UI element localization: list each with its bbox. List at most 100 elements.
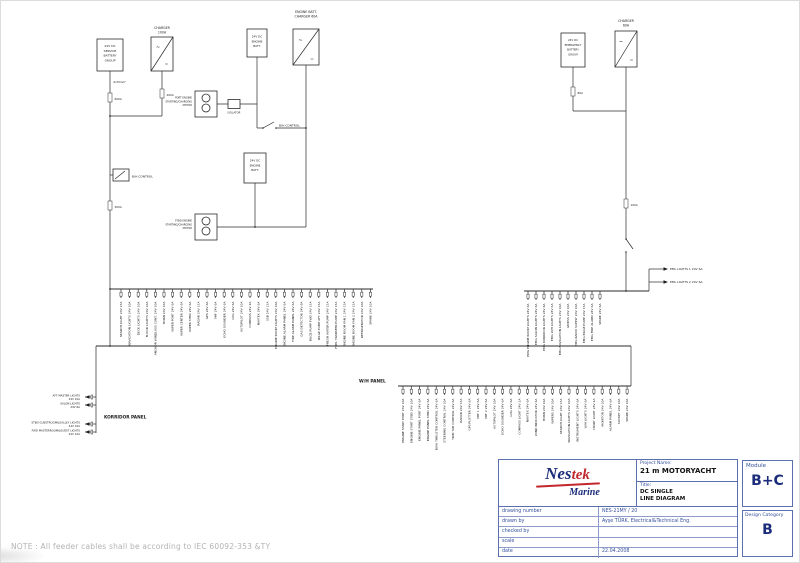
title-block-row: checked by <box>499 527 737 538</box>
junction-dot <box>625 290 627 292</box>
engine-battery-port-label: 24V DC <box>252 35 263 39</box>
feeder-fuse-icon <box>451 388 455 394</box>
engine-battery-stbd-label: ENGINE <box>250 163 261 167</box>
feeder-fuse-icon <box>575 388 579 394</box>
main-charger-box <box>150 36 174 72</box>
feeder-fuse-icon <box>526 293 530 299</box>
feeder-fuse-icon <box>550 293 554 299</box>
feeder-label: COMPASS LIGHT 24V 2A <box>517 398 521 435</box>
feeder-label: ENGINE START PORT 24V 10A <box>401 398 405 443</box>
feeder-label: VHF 24V 6A <box>214 301 218 320</box>
feeder-rating-label: 24V 10A <box>69 432 81 436</box>
feeder-label: EMG SALON LIGHTS 24V 6A <box>534 303 538 345</box>
feeder-fuse-icon <box>609 388 612 394</box>
feeder-rating-label: 24V 10A <box>69 397 81 401</box>
feeder-label: WIPER PORT 24V 6A <box>171 301 175 332</box>
fuse-300a-icon <box>107 200 113 211</box>
feeder-fuse-icon <box>360 291 364 297</box>
feeder-label: BILGE PUMP FWD 24V 15A <box>308 301 312 342</box>
emergency-battery-label: EMERGENCY <box>565 43 582 47</box>
arrow-left-icon <box>85 422 90 426</box>
feeder-fuse-icon <box>443 388 446 394</box>
feeder-label: SEARCH LIGHT 24V 15A <box>119 301 123 338</box>
feeder-label: TRIM TAB CONTROL 24V 6A <box>451 398 455 441</box>
feeder-fuse-icon <box>283 291 286 297</box>
fuse-rating-label: 100A <box>631 203 638 207</box>
feeder-label: SALON LIGHTS <box>60 401 80 405</box>
arrow-left-icon <box>85 430 90 434</box>
arrow-left-icon <box>85 403 90 407</box>
fuse-rating-label: 300A <box>115 205 122 209</box>
feeder-label: BOW THRUSTER CONTROL 24V 6A <box>434 398 438 451</box>
feeder-fuse-icon <box>567 388 571 394</box>
feeder-label: GPS 24V 6A <box>205 301 209 320</box>
feeder-fuse-icon <box>625 388 629 394</box>
feeder-label: SPARE 24V 6A <box>598 303 602 325</box>
feeder-label: STEERING CONTROL 24V 10A <box>443 398 447 443</box>
feeder-fuse-icon <box>90 421 93 427</box>
feeder-fuse-icon <box>476 388 480 394</box>
emergency-charger-box <box>614 30 638 68</box>
feeder-label: HORN 24V 10A <box>162 301 166 325</box>
feeder-fuse-icon <box>300 291 303 297</box>
emergency-battery-label: BATTERY <box>567 48 579 52</box>
feeder-fuse-icon <box>145 291 149 297</box>
feeder-fuse-icon <box>409 388 413 394</box>
feeder-label: HORN 24V 10A <box>542 398 546 422</box>
feeder-fuse-icon <box>542 388 546 394</box>
feeder-label: EML LIGHTS 2 24V 6A <box>670 280 704 284</box>
emergency-charger-label: CHARGER <box>618 19 635 23</box>
feeder-fuse-icon <box>468 388 471 394</box>
feeder-label: CHART LIGHT 24V 2A <box>592 398 596 431</box>
arrow-right-icon <box>663 280 668 284</box>
feeder-label: SPARE 24V 10A <box>369 301 373 325</box>
service-battery-label: SERVICE <box>104 49 117 53</box>
nestek-logo: Nestek Marine <box>499 460 637 506</box>
date-label: date <box>499 547 599 558</box>
service-battery-label: BATTERY <box>103 54 116 58</box>
design-category-label: Design Category <box>745 513 784 518</box>
feeder-fuse-icon <box>326 291 329 297</box>
project-name-value: 21 m MOTORYACHT <box>640 467 717 475</box>
feeder-rating-label: 24V 10A <box>69 424 81 428</box>
dc-symbol: = <box>310 57 314 62</box>
module-value: B+C <box>751 473 784 489</box>
feeder-label: ENGINE ROOM LIGHTS 24V 10A <box>274 301 278 349</box>
feeder-fuse-icon <box>418 388 421 394</box>
feeder-label: GPS PLOTTER 24V 6A <box>468 398 472 431</box>
fuse-rating-label: 400A <box>167 93 174 97</box>
engine-charger-diagonal <box>292 28 320 66</box>
date-value: 22.04.2008 <box>602 549 630 555</box>
feeder-label: W/H LIGHTS 24V 6A <box>584 398 588 429</box>
feeder-label: EMG FIRE ALARM 24V 6A <box>590 303 594 342</box>
feeder-label: FUEL TRANSFER PUMP 24V 15A <box>334 301 338 349</box>
feeder-fuse-icon <box>484 388 488 394</box>
feeder-label: NAVIGATION LIGHTS 24V 10A <box>128 301 132 346</box>
isolator-label: ISOLATOR <box>228 111 241 115</box>
arrow-left-icon <box>85 395 90 399</box>
ac-symbol: ~ <box>156 45 160 51</box>
bh-control-label: B/H CONTROL <box>132 175 153 179</box>
feeder-fuse-icon <box>308 291 312 297</box>
feeder-label: AUTOPILOT 24V 10A <box>492 398 496 429</box>
feeder-label: SEARCH LIGHT 24V 15A <box>559 398 563 435</box>
bh-control-blade-icon <box>114 170 126 180</box>
engine-battery-port-box <box>246 28 268 58</box>
project-name-label: Project Name: <box>640 461 672 466</box>
feeder-fuse-icon <box>334 291 338 297</box>
feeder-label: ENGINE START STBD 24V 10A <box>409 398 413 443</box>
feeder-label: FIRE ALARM PANEL 24V 6A <box>291 301 295 342</box>
feeder-fuse-icon <box>558 293 562 299</box>
design-category-box: Design Category B <box>742 510 793 557</box>
feeder-fuse-icon <box>90 429 93 435</box>
feeder-fuse-icon <box>171 291 174 297</box>
feeder-fuse-icon <box>265 291 269 297</box>
feeder-fuse-icon <box>534 388 538 394</box>
feeder-fuse-icon <box>205 291 209 297</box>
feeder-label: MONITOR 24V 10A <box>600 398 604 427</box>
fuse-400a-icon <box>159 88 165 99</box>
emergency-charger-label: 60A <box>623 23 630 27</box>
emergency-charger-diagonal <box>614 30 638 68</box>
wh-panel-feeders: ENGINE START PORT 24V 10A ENGINE START ST… <box>401 386 629 450</box>
feeder-fuse-icon <box>517 388 521 394</box>
